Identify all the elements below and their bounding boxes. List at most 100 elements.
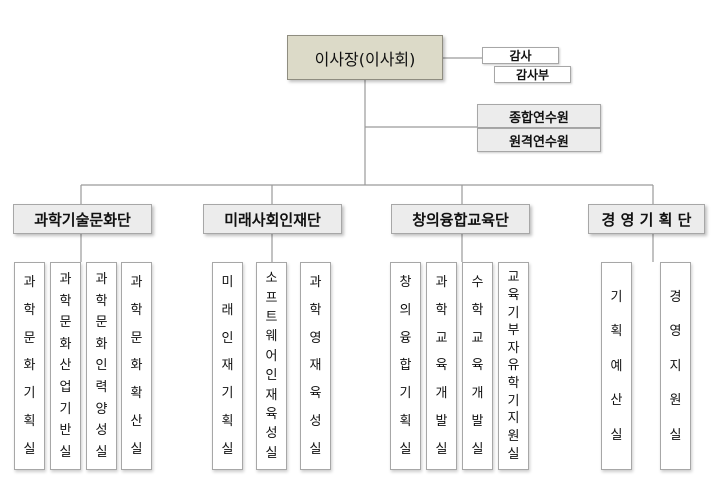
office-label-char: 과 <box>130 275 143 291</box>
office-label-char: 수 <box>471 275 484 291</box>
office-label-char: 개 <box>435 386 448 402</box>
office-label-char: 기 <box>610 289 623 305</box>
office-label-char: 학 <box>471 303 484 319</box>
division-management-planning: 경 영 기 획 단 <box>588 204 705 234</box>
office-label-char: 확 <box>130 386 143 402</box>
office-label-char: 과 <box>435 275 448 291</box>
office-label-char: 기 <box>221 386 234 402</box>
office-label-char: 영 <box>669 324 682 339</box>
office-label-char: 성 <box>95 423 108 439</box>
office-label-char: 부 <box>507 323 520 339</box>
office-label-char: 산 <box>59 358 72 374</box>
office-label-char: 미 <box>221 275 234 291</box>
office-label-char: 교 <box>435 330 448 346</box>
office-label-char: 력 <box>95 380 108 395</box>
office-label-char: 획 <box>610 324 623 339</box>
office-label-char: 화 <box>59 336 72 352</box>
office-label-char: 인 <box>95 358 108 374</box>
office-label-char: 합 <box>399 358 412 374</box>
office-label-char: 실 <box>669 427 682 443</box>
office-label-char: 화 <box>95 336 108 352</box>
office-label-char: 과 <box>309 275 322 291</box>
office-label-char: 학 <box>435 303 448 319</box>
office-label-char: 트 <box>265 309 278 325</box>
office-label-char: 인 <box>221 330 234 346</box>
office-label-char: 과 <box>59 272 72 288</box>
office-label-char: 실 <box>399 441 412 457</box>
office-label-char: 업 <box>59 380 72 395</box>
office-label-char: 자 <box>507 340 520 356</box>
office-label-char: 획 <box>399 413 412 429</box>
office-label-char: 획 <box>23 413 36 429</box>
office-label-char: 학 <box>95 293 108 309</box>
office-label-char: 기 <box>59 401 72 417</box>
office-label-char: 양 <box>95 401 108 417</box>
office-label-char: 기 <box>507 305 520 321</box>
office-label-char: 육 <box>471 358 484 374</box>
office-label-char: 실 <box>221 441 234 457</box>
division-science-culture: 과학기술문화단 <box>13 204 152 234</box>
office-label-char: 실 <box>309 441 322 457</box>
audit-department-box: 감사부 <box>494 66 571 83</box>
office-label-char: 문 <box>95 315 108 331</box>
office-label-char: 개 <box>471 386 484 402</box>
office-label-char: 원 <box>507 428 520 444</box>
office-label-char: 육 <box>265 406 278 422</box>
office-label-char: 실 <box>130 441 143 457</box>
chairman-box: 이사장(이사회) <box>287 35 443 80</box>
office-label-char: 유 <box>507 358 520 374</box>
office-label-char: 소 <box>265 271 278 287</box>
office-label-char: 과 <box>23 275 36 291</box>
office-label-char: 산 <box>610 393 623 408</box>
office-label-char: 예 <box>610 358 623 374</box>
office-label-char: 실 <box>265 445 278 461</box>
office-label-char: 재 <box>221 358 234 374</box>
office-label-char: 육 <box>309 386 322 402</box>
office-label-char: 실 <box>59 444 72 460</box>
office-label-char: 발 <box>435 413 448 429</box>
office-label-char: 실 <box>435 441 448 457</box>
office-label-char: 화 <box>23 358 36 374</box>
office-label-char: 교 <box>507 270 520 286</box>
office-label-char: 지 <box>669 358 682 374</box>
office-label-char: 반 <box>59 423 72 439</box>
office-label-char: 문 <box>23 330 36 346</box>
office-label-char: 프 <box>265 290 278 306</box>
office-label-char: 창 <box>399 275 412 291</box>
office-label-char: 기 <box>507 393 520 409</box>
office-label-char: 성 <box>309 413 322 429</box>
office-label-char: 재 <box>309 358 322 374</box>
office-label-char: 학 <box>23 303 36 319</box>
office-label-char: 실 <box>95 444 108 460</box>
office-label-char: 문 <box>59 315 72 331</box>
office-label-char: 육 <box>435 358 448 374</box>
division-creative-convergence: 창의융합교육단 <box>391 204 530 234</box>
office-label-char: 산 <box>130 413 143 429</box>
office-label-char: 학 <box>507 376 520 392</box>
office-label-char: 실 <box>471 441 484 457</box>
office-label-char: 발 <box>471 413 484 429</box>
office-label-char: 기 <box>399 386 412 402</box>
office-label-char: 웨 <box>265 329 278 345</box>
division-future-talent: 미래사회인재단 <box>203 204 342 234</box>
office-label-char: 화 <box>130 358 143 374</box>
office-label-char: 실 <box>507 446 520 462</box>
office-label-char: 학 <box>59 293 72 309</box>
office-label-char: 성 <box>265 426 278 442</box>
office-label-char: 학 <box>130 303 143 319</box>
office-label-char: 원 <box>669 393 682 408</box>
office-label-char: 융 <box>399 330 412 346</box>
